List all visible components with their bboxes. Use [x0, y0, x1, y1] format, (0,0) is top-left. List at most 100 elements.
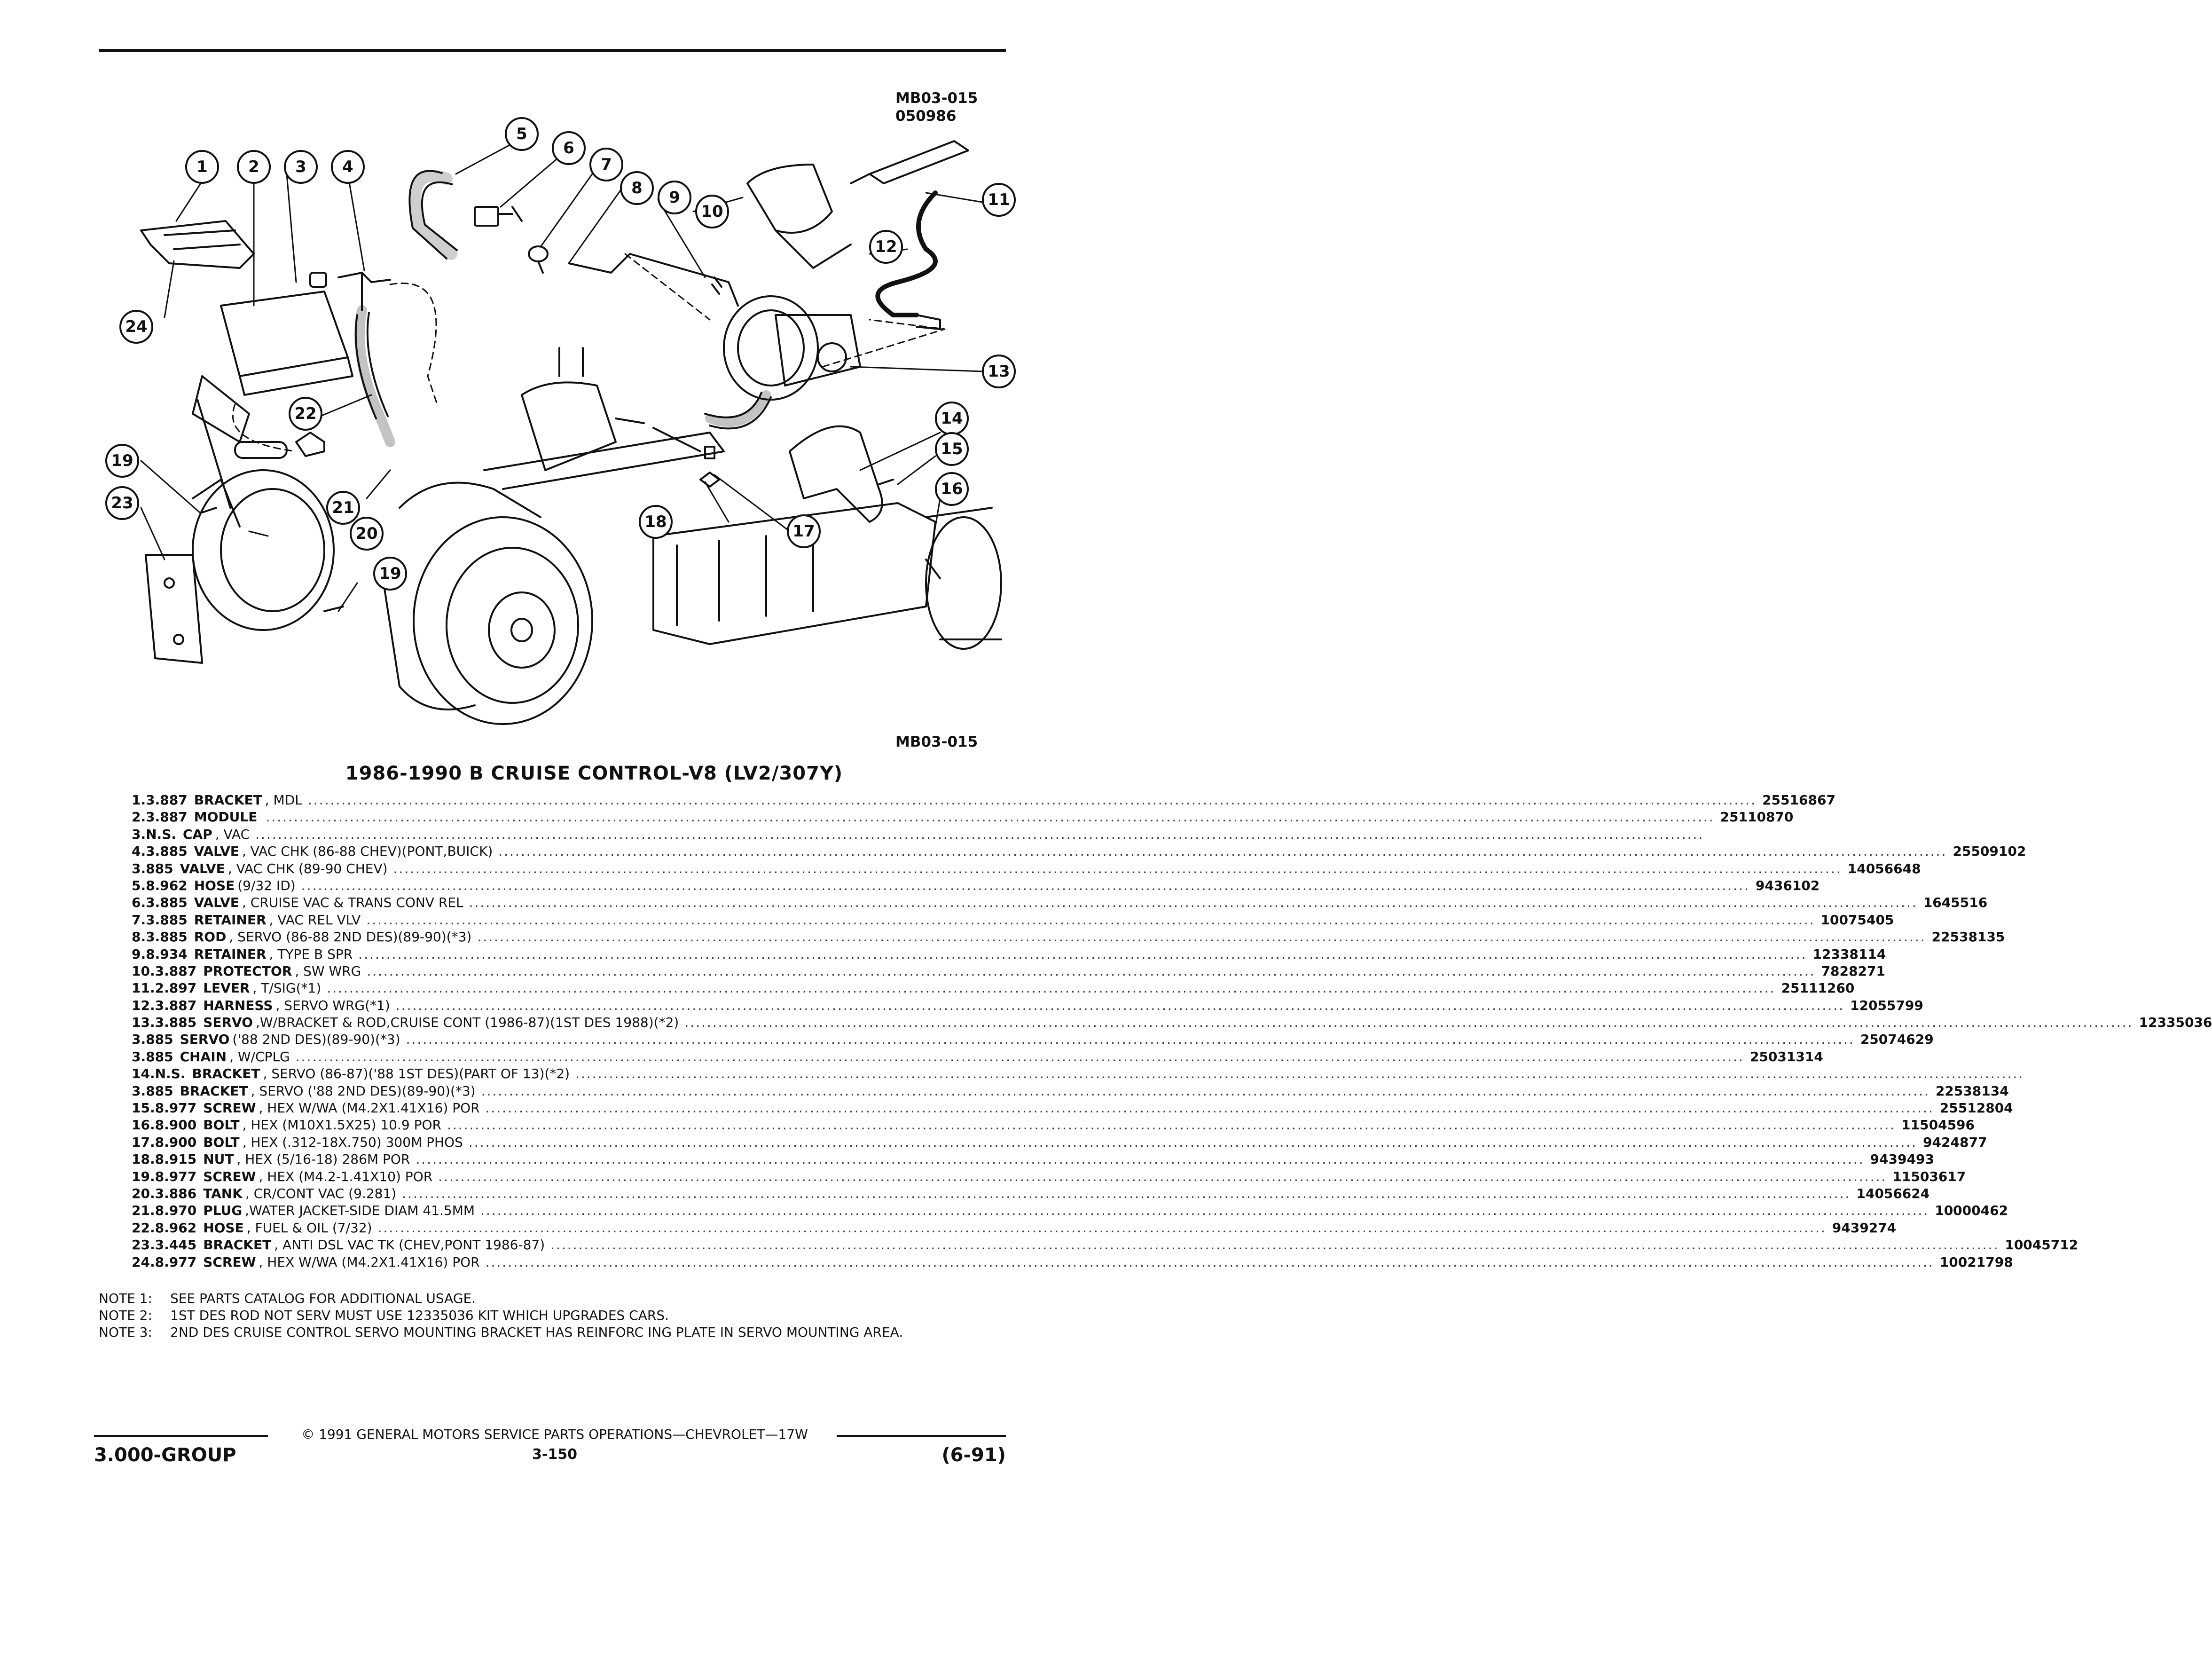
leader-dots — [480, 1202, 1929, 1219]
part-name: BRACKET — [203, 1237, 272, 1253]
page-footer: © 1991 GENERAL MOTORS SERVICE PARTS OPER… — [94, 1426, 1015, 1466]
callout-20: 20 — [350, 517, 384, 551]
part-name: BOLT — [203, 1134, 240, 1150]
group-label: 3.000-GROUP — [94, 1444, 236, 1466]
item-number: 1. — [132, 792, 146, 808]
note-text: 1ST DES ROD NOT SERV MUST USE 12335036 K… — [170, 1308, 669, 1323]
item-number: 16. — [132, 1117, 155, 1133]
svg-text:14: 14 — [941, 409, 963, 428]
item-number: 13. — [132, 1015, 155, 1031]
part-name: PROTECTOR — [203, 963, 292, 979]
part-description: , HEX (M10X1.5X25) 10.9 POR — [242, 1117, 441, 1133]
leader-dots — [550, 1237, 1999, 1253]
note-label: NOTE 2: — [99, 1308, 152, 1323]
leader-dots — [406, 1031, 1855, 1048]
item-number: 4. — [132, 843, 146, 859]
part-number: 25512804 — [1939, 1100, 2013, 1116]
note-label: NOTE 3: — [99, 1324, 152, 1340]
figure-date-code: 050986 — [895, 108, 957, 125]
svg-text:17: 17 — [792, 522, 815, 541]
copyright-text: © 1991 GENERAL MOTORS SERVICE PARTS OPER… — [301, 1426, 808, 1442]
part-description: , CRUISE VAC & TRANS CONV REL — [242, 895, 463, 911]
leader-dots — [498, 843, 1947, 860]
part-description: , MDL — [265, 792, 302, 808]
callout-23: 23 — [105, 486, 139, 520]
part-name: VALVE — [194, 895, 239, 911]
item-number: 9. — [132, 946, 146, 962]
svg-text:12: 12 — [875, 237, 897, 256]
part-name: BRACKET — [180, 1083, 248, 1099]
callout-11: 11 — [982, 183, 1016, 217]
part-description: , HEX (5/16-18) 286M POR — [236, 1151, 410, 1167]
leader-dots — [396, 997, 1844, 1014]
part-number: 12338114 — [1812, 946, 1886, 962]
leader-dots — [447, 1117, 1896, 1134]
group-number: 8.900 — [155, 1134, 197, 1150]
part-number: 25074629 — [1860, 1032, 1934, 1048]
figure-id-bottom: MB03-015 — [895, 733, 978, 750]
callout-3: 3 — [284, 150, 318, 184]
group-number: 3.885 — [132, 1083, 173, 1099]
leader-dots — [301, 877, 1750, 894]
svg-text:19: 19 — [111, 451, 133, 470]
group-number: 3.445 — [155, 1237, 197, 1253]
part-description: , HEX (M4.2-1.41X10) POR — [259, 1168, 433, 1184]
group-number: 3.887 — [146, 792, 188, 808]
part-name: SERVO — [203, 1015, 253, 1031]
parts-row: 2.3.887MODULE25110870 — [132, 809, 1793, 826]
svg-text:9: 9 — [669, 188, 680, 207]
callout-17: 17 — [787, 514, 821, 548]
part-description: , CR/CONT VAC (9.281) — [245, 1185, 397, 1201]
svg-text:4: 4 — [342, 158, 353, 176]
callout-22: 22 — [289, 397, 322, 431]
item-number: 3. — [132, 826, 146, 842]
part-number: 14056624 — [1856, 1185, 1930, 1201]
note-item: NOTE 1:SEE PARTS CATALOG FOR ADDITIONAL … — [99, 1290, 992, 1307]
part-number: 7828271 — [1821, 963, 1885, 979]
figure-id: MB03-015 — [895, 90, 978, 107]
part-name: TANK — [203, 1185, 243, 1201]
callout-21: 21 — [326, 491, 360, 525]
item-number: 21. — [132, 1203, 155, 1219]
item-number: 17. — [132, 1134, 155, 1150]
part-description: ('88 2ND DES)(89-90)(*3) — [232, 1032, 400, 1048]
callout-19a: 19 — [105, 444, 139, 478]
group-number: 3.887 — [155, 963, 197, 979]
leader-dots — [296, 1048, 1744, 1065]
leader-dots — [393, 860, 1842, 877]
item-number: 2. — [132, 809, 146, 825]
footer-rule-right — [837, 1435, 1006, 1437]
svg-text:2: 2 — [248, 158, 259, 176]
callout-1: 1 — [185, 150, 219, 184]
leader-dots — [469, 1134, 1917, 1151]
callout-4: 4 — [331, 150, 365, 184]
part-name: SCREW — [203, 1100, 256, 1116]
group-number: 3.885 — [132, 1032, 173, 1048]
leader-dots — [416, 1151, 1864, 1168]
item-number: 23. — [132, 1237, 155, 1253]
item-number: 24. — [132, 1254, 155, 1270]
part-description: , SERVO ('88 2ND DES)(89-90)(*3) — [251, 1083, 476, 1099]
leader-dots — [266, 809, 1714, 826]
item-number: 5. — [132, 877, 146, 893]
part-name: VALVE — [180, 860, 225, 876]
part-name: MODULE — [194, 809, 258, 825]
leader-dots — [684, 1014, 2133, 1031]
part-number: 10021798 — [1939, 1254, 2013, 1270]
part-number: 12335036 — [2139, 1015, 2212, 1031]
group-number: 8.977 — [155, 1100, 197, 1116]
part-number: 22538134 — [1935, 1083, 2009, 1099]
svg-text:8: 8 — [631, 179, 643, 197]
note-text: 2ND DES CRUISE CONTROL SERVO MOUNTING BR… — [170, 1324, 903, 1340]
part-description: , VAC CHK (86-88 CHEV)(PONT,BUICK) — [242, 843, 493, 859]
item-number: 8. — [132, 929, 146, 945]
